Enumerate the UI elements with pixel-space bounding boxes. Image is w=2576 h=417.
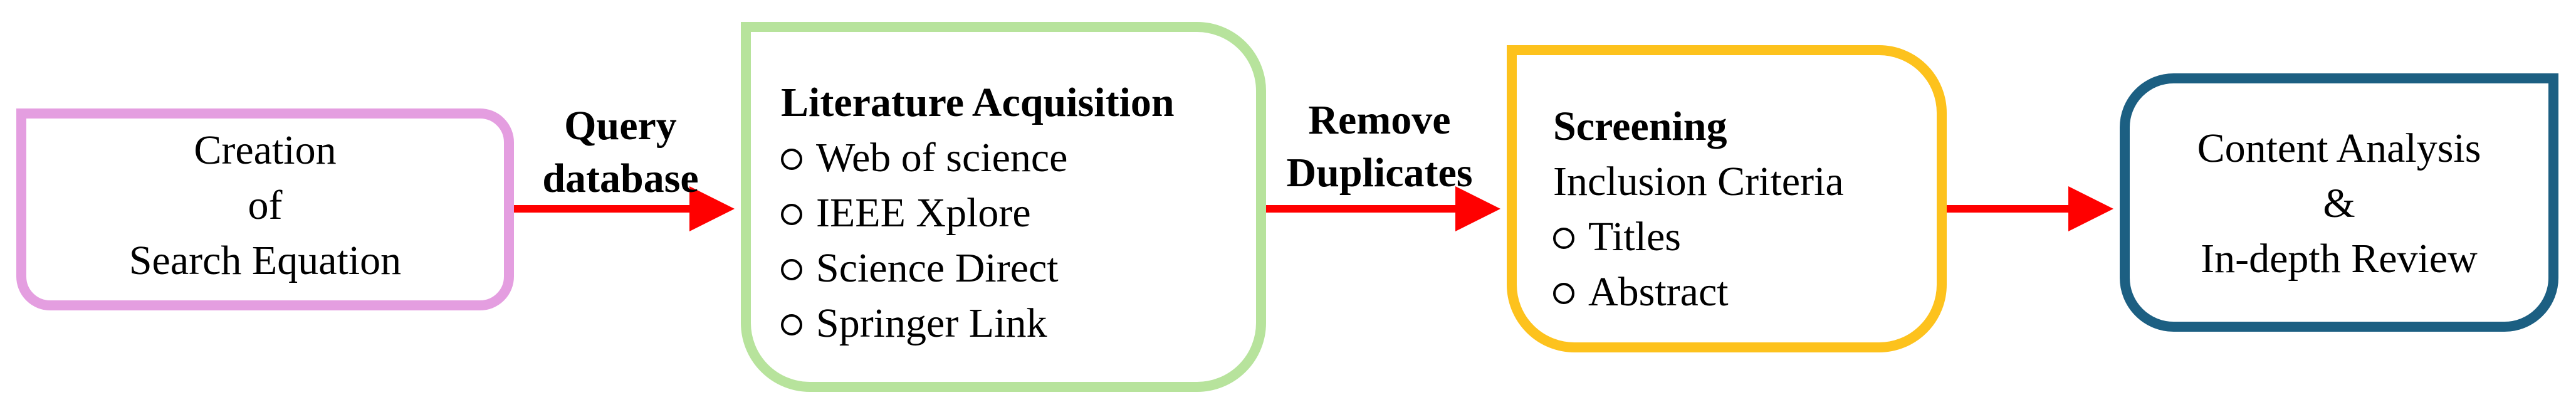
step-1-line-2: of bbox=[248, 182, 283, 228]
step-1-box bbox=[16, 108, 514, 310]
step-1-line-3: Search Equation bbox=[128, 238, 402, 283]
step-2-title: Literature Acquisition bbox=[781, 80, 1175, 125]
step-3-item-2: Abstract bbox=[1553, 265, 1844, 320]
step-3-title: Screening bbox=[1553, 103, 1727, 149]
edge-2-label: Remove Duplicates bbox=[1266, 94, 1493, 199]
step-2-text: Literature Acquisition Web of science IE… bbox=[781, 75, 1175, 351]
step-1-line-1: Creation bbox=[194, 127, 337, 173]
step-2-item-4: Springer Link bbox=[781, 296, 1175, 351]
step-2-item-1: Web of science bbox=[781, 130, 1175, 186]
step-2-item-2: IEEE Xplore bbox=[781, 186, 1175, 241]
edge-1-label-line-1: Query bbox=[564, 103, 677, 149]
step-3-subtitle: Inclusion Criteria bbox=[1553, 159, 1844, 204]
edge-1-label: Query database bbox=[514, 100, 727, 205]
step-3-item-1: Titles bbox=[1553, 209, 1844, 265]
step-1-text: Creation of Search Equation bbox=[26, 123, 504, 288]
step-4-line-1: Content Analysis bbox=[2197, 125, 2481, 171]
step-4-text: Content Analysis & In-depth Review bbox=[2130, 121, 2548, 287]
edge-1-label-line-2: database bbox=[542, 156, 699, 201]
step-2-item-3: Science Direct bbox=[781, 241, 1175, 296]
step-4-box bbox=[2120, 73, 2558, 332]
edge-2-label-line-2: Duplicates bbox=[1286, 150, 1473, 196]
step-3-text: Screening Inclusion Criteria Titles Abst… bbox=[1553, 99, 1844, 320]
step-4-line-2: & bbox=[2323, 181, 2355, 226]
step-4-line-3: In-depth Review bbox=[2201, 236, 2478, 282]
edge-2-label-line-1: Remove bbox=[1308, 97, 1451, 143]
